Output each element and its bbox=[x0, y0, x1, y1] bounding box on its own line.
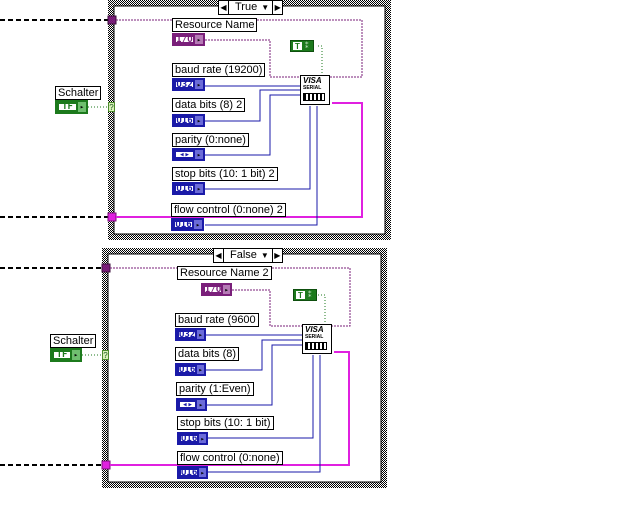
wire-terminal-icon: ▸ bbox=[194, 220, 202, 229]
wire-terminal-icon: ▸ bbox=[78, 102, 86, 112]
baud-rate-label: baud rate (19200) bbox=[172, 63, 266, 77]
decrement-case-arrow-icon[interactable]: ◀ bbox=[214, 249, 224, 262]
visa-tunnel bbox=[107, 15, 117, 25]
parity-label: parity (1:Even) bbox=[176, 382, 254, 396]
case-selector-terminal[interactable]: ? bbox=[102, 350, 109, 360]
wire-terminal-icon: ▸ bbox=[72, 350, 80, 360]
visa-tunnel bbox=[101, 263, 111, 273]
enum-arrows-icon: ◂▸ bbox=[179, 400, 196, 409]
wire-terminal-icon: ▸ bbox=[199, 468, 206, 477]
wire-terminal-icon: ▸ bbox=[195, 184, 203, 193]
true-constant[interactable]: T⁑ bbox=[290, 40, 314, 52]
stop-bits-constant[interactable]: U16▸ bbox=[177, 432, 208, 445]
chevron-down-icon[interactable]: ▼ bbox=[260, 251, 269, 260]
data-bits-constant[interactable]: U16▸ bbox=[172, 114, 205, 127]
baud-rate-constant[interactable]: U32▸ bbox=[172, 78, 205, 91]
resource-name-label: Resource Name 2 bbox=[177, 266, 272, 280]
flow-control-constant[interactable]: U16▸ bbox=[171, 218, 204, 231]
case-structure-false bbox=[0, 248, 387, 488]
wire-terminal-icon: ▸ bbox=[195, 80, 203, 89]
flow-control-label: flow control (0:none) 2 bbox=[171, 203, 286, 217]
wire-terminal-icon: ▸ bbox=[195, 150, 203, 159]
parity-enum-constant[interactable]: ◂▸▸ bbox=[172, 148, 205, 161]
boolean-glyph-icon: ⁑ bbox=[308, 292, 312, 299]
case-selector-1[interactable]: ◀ True ▼ ▶ bbox=[218, 0, 284, 15]
wire-terminal-icon: ▸ bbox=[197, 330, 204, 339]
schalter-control[interactable]: TF▸ bbox=[50, 348, 82, 362]
flow-control-label: flow control (0:none) bbox=[177, 451, 283, 465]
data-bits-label: data bits (8) bbox=[175, 347, 240, 361]
true-constant[interactable]: T⁑ bbox=[293, 289, 317, 301]
case-selector-terminal[interactable]: ? bbox=[108, 102, 115, 112]
case-structure-true bbox=[0, 0, 391, 240]
wire-terminal-icon: ▸ bbox=[223, 285, 230, 294]
wire-terminal-icon: ▸ bbox=[199, 434, 206, 443]
schalter-control[interactable]: TF▸ bbox=[55, 100, 88, 114]
visa-configure-serial-node[interactable]: VISA SERIAL bbox=[302, 324, 332, 354]
boolean-glyph-icon: ⁑ bbox=[305, 43, 309, 50]
data-bits-constant[interactable]: U16▸ bbox=[175, 363, 206, 376]
data-bits-label: data bits (8) 2 bbox=[172, 98, 246, 112]
baud-rate-constant[interactable]: U32▸ bbox=[175, 328, 206, 341]
schalter-label: Schalter bbox=[55, 86, 102, 100]
resource-name-label: Resource Name bbox=[172, 18, 258, 32]
case-selector-value: True bbox=[235, 1, 258, 13]
schalter-label: Schalter bbox=[50, 334, 97, 348]
chevron-down-icon[interactable]: ▼ bbox=[261, 3, 270, 12]
stop-bits-label: stop bits (10: 1 bit) bbox=[177, 416, 274, 430]
stop-bits-constant[interactable]: U16▸ bbox=[172, 182, 205, 195]
wire-terminal-icon: ▸ bbox=[195, 116, 203, 125]
resource-name-constant[interactable]: I/O▸ bbox=[172, 33, 205, 46]
increment-case-arrow-icon[interactable]: ▶ bbox=[271, 249, 282, 262]
baud-rate-label: baud rate (9600 bbox=[175, 313, 259, 327]
stop-bits-label: stop bits (10: 1 bit) 2 bbox=[172, 167, 278, 181]
increment-case-arrow-icon[interactable]: ▶ bbox=[272, 1, 282, 14]
visa-configure-serial-node[interactable]: VISA SERIAL bbox=[300, 75, 330, 105]
decrement-case-arrow-icon[interactable]: ◀ bbox=[219, 1, 229, 14]
flow-control-constant[interactable]: U16▸ bbox=[177, 466, 208, 479]
parity-enum-constant[interactable]: ◂▸▸ bbox=[176, 398, 207, 411]
wire-terminal-icon: ▸ bbox=[197, 400, 205, 409]
serial-port-icon bbox=[303, 93, 325, 101]
parity-label: parity (0:none) bbox=[172, 133, 249, 147]
enum-arrows-icon: ◂▸ bbox=[175, 150, 194, 159]
wire-terminal-icon: ▸ bbox=[195, 35, 203, 44]
case-selector-value: False bbox=[230, 249, 257, 261]
serial-port-icon bbox=[305, 342, 327, 350]
error-tunnel bbox=[101, 460, 111, 470]
wire-terminal-icon: ▸ bbox=[197, 365, 204, 374]
case-selector-2[interactable]: ◀ False ▼ ▶ bbox=[213, 248, 283, 263]
error-tunnel bbox=[107, 212, 117, 222]
resource-name-constant[interactable]: I/O▸ bbox=[201, 283, 232, 296]
